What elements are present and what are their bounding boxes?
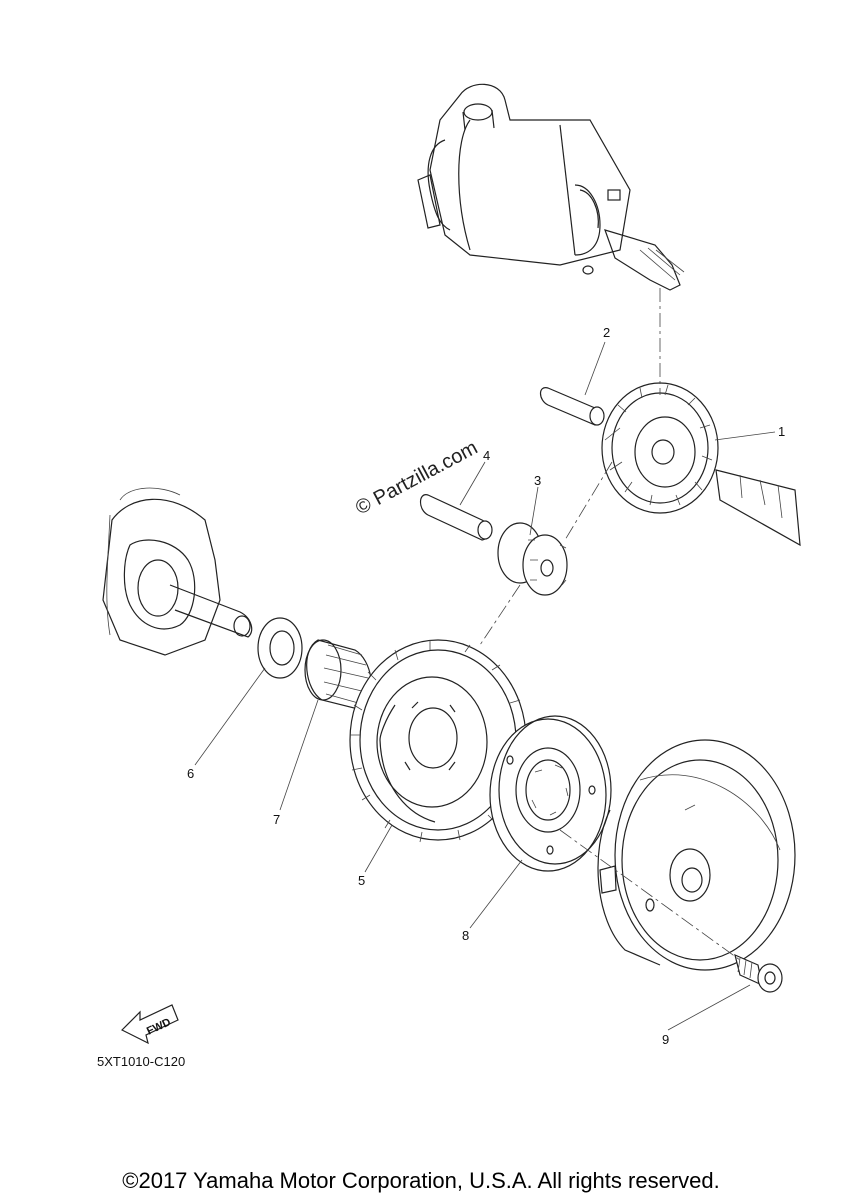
idler-gear-3	[497, 522, 568, 596]
washer-6	[257, 617, 303, 679]
idler-shaft-2	[539, 387, 605, 426]
callout-6: 6	[187, 766, 194, 781]
assembly-center-lines	[479, 288, 741, 961]
crankshaft-right	[715, 469, 801, 547]
callout-7: 7	[273, 812, 280, 827]
starter-clutch-8	[489, 715, 612, 872]
starter-motor-illustration	[417, 83, 685, 291]
callout-3: 3	[534, 473, 541, 488]
callout-8: 8	[462, 928, 469, 943]
callout-9: 9	[662, 1032, 669, 1047]
callout-4: 4	[483, 448, 490, 463]
starter-gear-1	[601, 382, 719, 514]
diagram-part-number: 5XT1010-C120	[97, 1054, 185, 1069]
bolt-9	[734, 953, 783, 993]
watermark-text: © Partzilla.com	[352, 437, 481, 520]
copyright-footer: ©2017 Yamaha Motor Corporation, U.S.A. A…	[122, 1168, 719, 1193]
callout-5: 5	[358, 873, 365, 888]
callout-1: 1	[778, 424, 785, 439]
callout-2: 2	[603, 325, 610, 340]
callout-numbers: 1 2 3 4 5 6 7 8 9	[187, 325, 785, 1047]
crankshaft-left	[102, 487, 253, 656]
fwd-arrow-icon: FWD	[120, 1004, 179, 1045]
flywheel-rotor	[597, 739, 796, 971]
idler-shaft-4	[419, 494, 493, 541]
leader-lines	[194, 341, 776, 1031]
